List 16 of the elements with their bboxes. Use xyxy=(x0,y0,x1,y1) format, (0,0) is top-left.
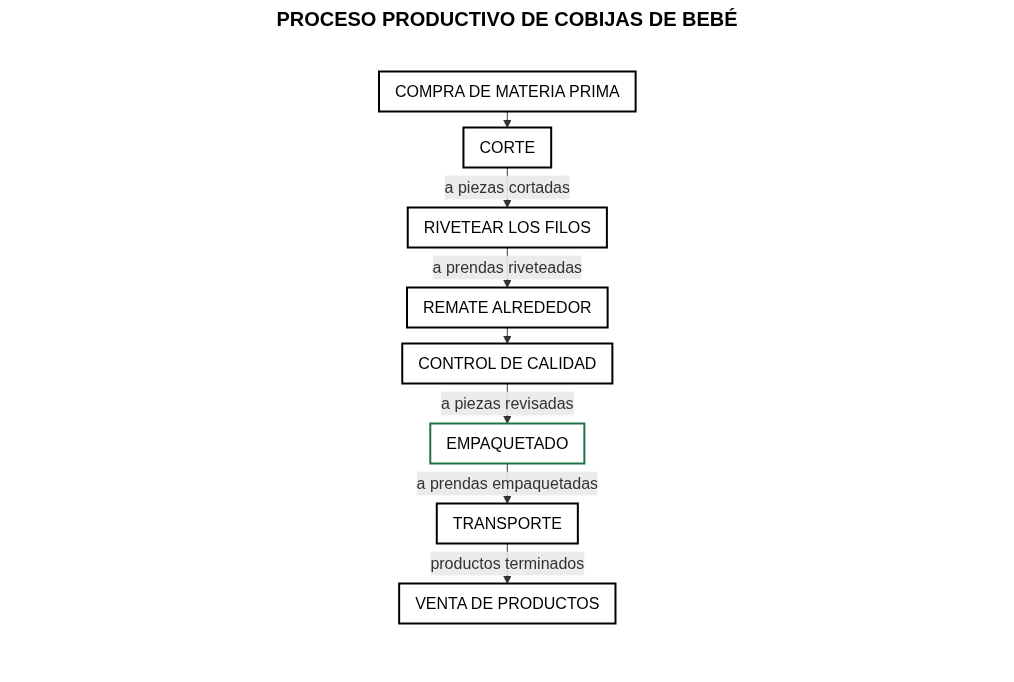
edge-label: a prendas empaquetadas xyxy=(416,474,598,492)
node-box: RIVETEAR LOS FILOS xyxy=(406,206,608,249)
edge-label: a piezas revisadas xyxy=(440,394,574,412)
node-box: VENTA DE PRODUCTOS xyxy=(397,582,617,625)
arrow xyxy=(502,327,512,344)
arrow xyxy=(502,111,512,128)
node-box: CORTE xyxy=(462,126,552,169)
edge-label: a piezas cortadas xyxy=(444,178,570,196)
node-box: CONTROL DE CALIDAD xyxy=(400,342,614,385)
node-box: EMPAQUETADO xyxy=(428,422,586,465)
edge-label: a prendas riveteadas xyxy=(432,258,582,276)
node-box: REMATE ALREDEDOR xyxy=(405,286,609,329)
edge-label: productos terminados xyxy=(430,554,584,572)
node-box: COMPRA DE MATERIA PRIMA xyxy=(377,70,637,113)
node-box: TRANSPORTE xyxy=(435,502,579,545)
diagram-title: PROCESO PRODUCTIVO DE COBIJAS DE BEBÉ xyxy=(275,8,739,31)
